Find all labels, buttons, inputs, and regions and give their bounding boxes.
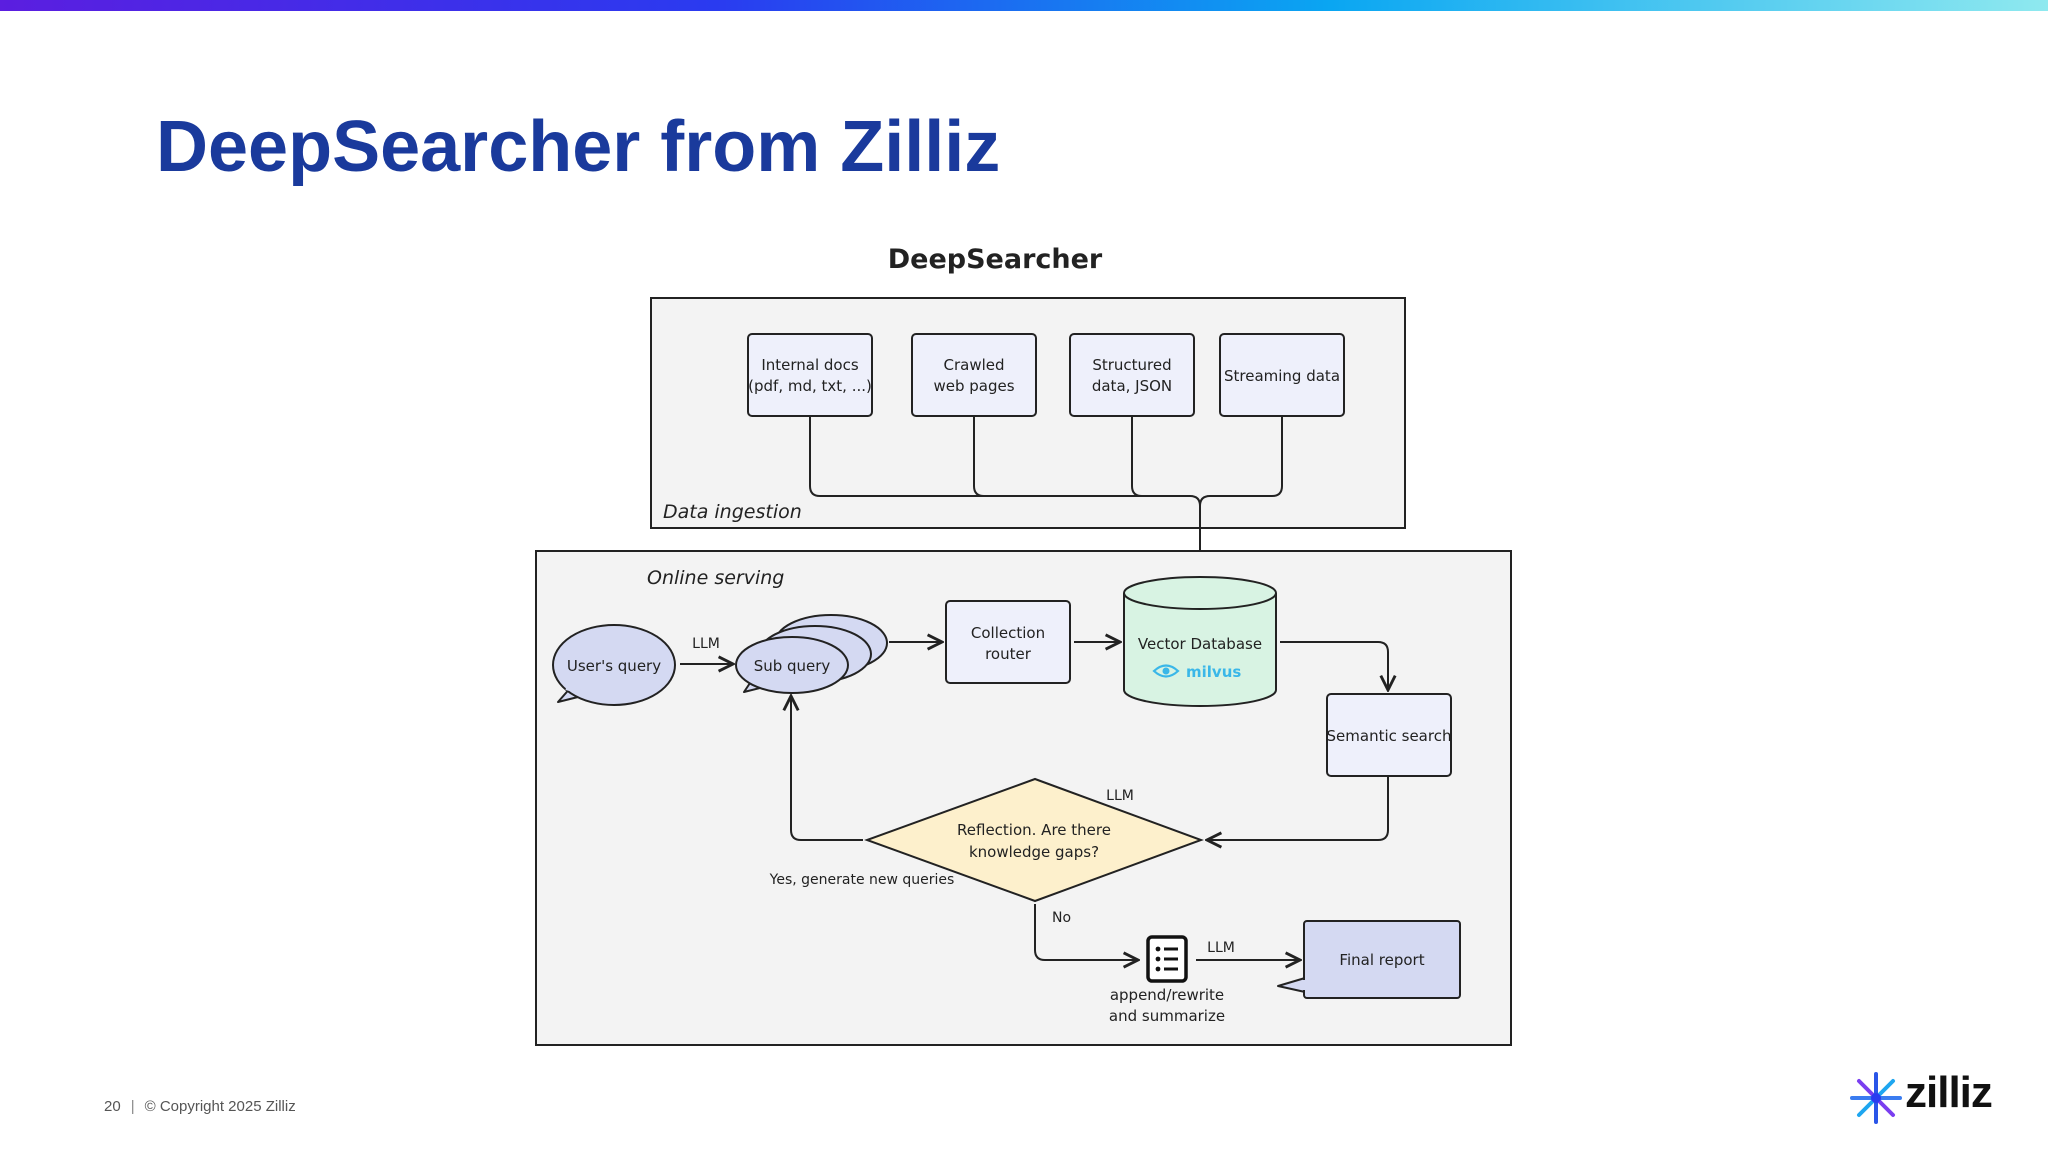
zilliz-star-icon [1850, 1072, 1902, 1124]
ingestion-connectors [809, 416, 1283, 574]
source-structured-data: Structured data, JSON [1069, 333, 1195, 417]
svg-text:Semantic search: Semantic search [1327, 727, 1452, 745]
footer: 20 | © Copyright 2025 Zilliz [104, 1098, 296, 1115]
source-internal-docs: Internal docs (pdf, md, txt, ...) [747, 333, 873, 417]
yes-label: Yes, generate new queries [769, 872, 955, 888]
final-report-box: Final report [1277, 920, 1461, 999]
sub-query-bubbles: Sub query [735, 614, 888, 694]
llm-label-report: LLM [1207, 940, 1235, 956]
data-ingestion-label: Data ingestion [663, 501, 802, 523]
append-label-1: append/rewrite [1110, 986, 1224, 1004]
top-gradient-bar [0, 0, 2048, 11]
footer-separator: | [130, 1098, 135, 1115]
svg-text:Internal docs: Internal docs [761, 356, 859, 374]
collection-router-box: Collection router [945, 600, 1071, 684]
no-label: No [1052, 910, 1071, 926]
svg-text:User's query: User's query [567, 657, 661, 675]
reflection-decision: Reflection. Are there knowledge gaps? [864, 777, 1204, 903]
svg-text:Collection: Collection [971, 624, 1045, 642]
online-serving-label: Online serving [647, 567, 784, 589]
users-query-bubble: User's query [552, 624, 676, 706]
svg-text:Reflection. Are there: Reflection. Are there [957, 821, 1111, 839]
document-list-icon [1146, 935, 1188, 983]
svg-text:(pdf, md, txt, ...): (pdf, md, txt, ...) [748, 377, 872, 395]
svg-text:Final report: Final report [1339, 951, 1424, 969]
page-number: 20 [104, 1098, 121, 1115]
semantic-search-box: Semantic search [1326, 693, 1452, 777]
arrow-vectordb-to-search [1280, 641, 1388, 690]
slide-title: DeepSearcher from Zilliz [156, 107, 1001, 187]
svg-text:Crawled: Crawled [943, 356, 1004, 374]
arrow-search-to-reflection [1207, 776, 1389, 840]
svg-text:data, JSON: data, JSON [1092, 377, 1172, 395]
arrow-yes-loop [791, 696, 863, 841]
vector-database: Vector Database milvus [1123, 576, 1277, 707]
diagram-title: DeepSearcher [888, 244, 1103, 275]
copyright-text: © Copyright 2025 Zilliz [144, 1098, 296, 1115]
arrow-no-to-summary [1034, 904, 1138, 960]
svg-text:web pages: web pages [933, 377, 1014, 395]
svg-text:Structured: Structured [1092, 356, 1171, 374]
brand-wordmark: zilliz [1905, 1068, 1993, 1117]
svg-text:router: router [985, 645, 1032, 663]
svg-text:Vector Database: Vector Database [1138, 635, 1262, 653]
svg-text:knowledge gaps?: knowledge gaps? [969, 843, 1099, 861]
llm-label-reflection: LLM [1106, 788, 1134, 804]
milvus-eye-icon [1152, 664, 1180, 678]
source-streaming-data: Streaming data [1219, 333, 1345, 417]
svg-text:Sub query: Sub query [754, 657, 831, 675]
llm-label-query: LLM [692, 636, 720, 652]
milvus-wordmark: milvus [1186, 663, 1241, 681]
source-crawled-web-pages: Crawled web pages [911, 333, 1037, 417]
svg-text:Streaming data: Streaming data [1224, 367, 1340, 385]
append-label-2: and summarize [1109, 1007, 1225, 1025]
